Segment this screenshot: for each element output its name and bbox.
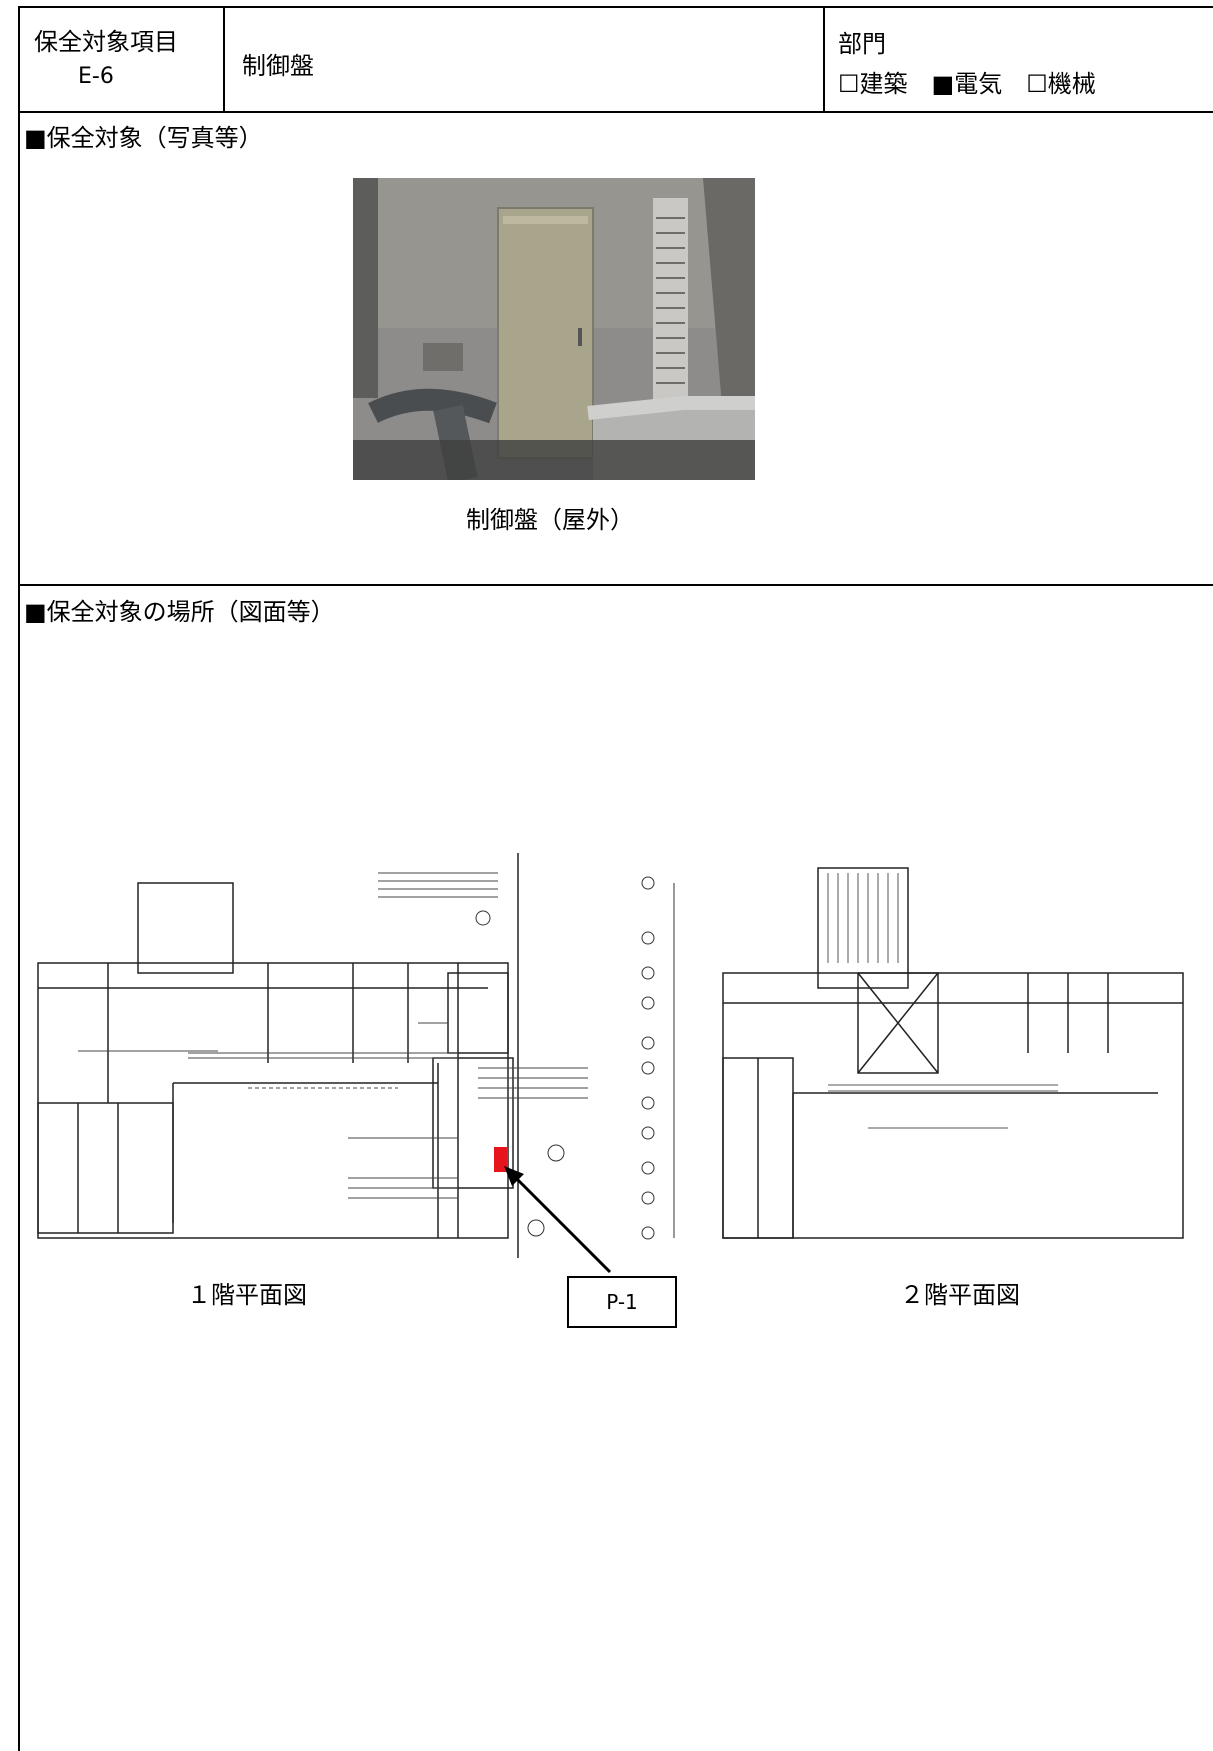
item-name: 制御盤 — [242, 52, 314, 80]
item-label: 保全対象項目 — [34, 28, 178, 56]
dept-options: ☐建築 ■電気 ☐機械 — [838, 70, 1096, 98]
photo-section-title: ■保全対象（写真等） — [24, 124, 263, 152]
p1-callout-box: P-1 — [567, 1276, 677, 1328]
floor-plan-1f — [18, 853, 648, 1258]
photo-caption: 制御盤（屋外） — [466, 506, 634, 534]
header-divider-1 — [223, 8, 225, 111]
control-panel-photo — [353, 178, 755, 480]
plan-1f-label: １階平面図 — [187, 1281, 307, 1309]
location-section-title: ■保全対象の場所（図面等） — [24, 598, 335, 626]
section-divider — [20, 584, 1213, 586]
header-divider-2 — [823, 8, 825, 111]
plan-2f-label: ２階平面図 — [900, 1281, 1020, 1309]
floor-plan-2f — [618, 853, 1213, 1258]
header-bottom-border — [20, 111, 1213, 113]
item-code: E-6 — [78, 64, 114, 89]
p1-location-marker — [494, 1147, 507, 1172]
dept-label: 部門 — [838, 30, 886, 58]
document-frame — [18, 6, 1213, 1751]
callout-arrow — [504, 1166, 612, 1274]
